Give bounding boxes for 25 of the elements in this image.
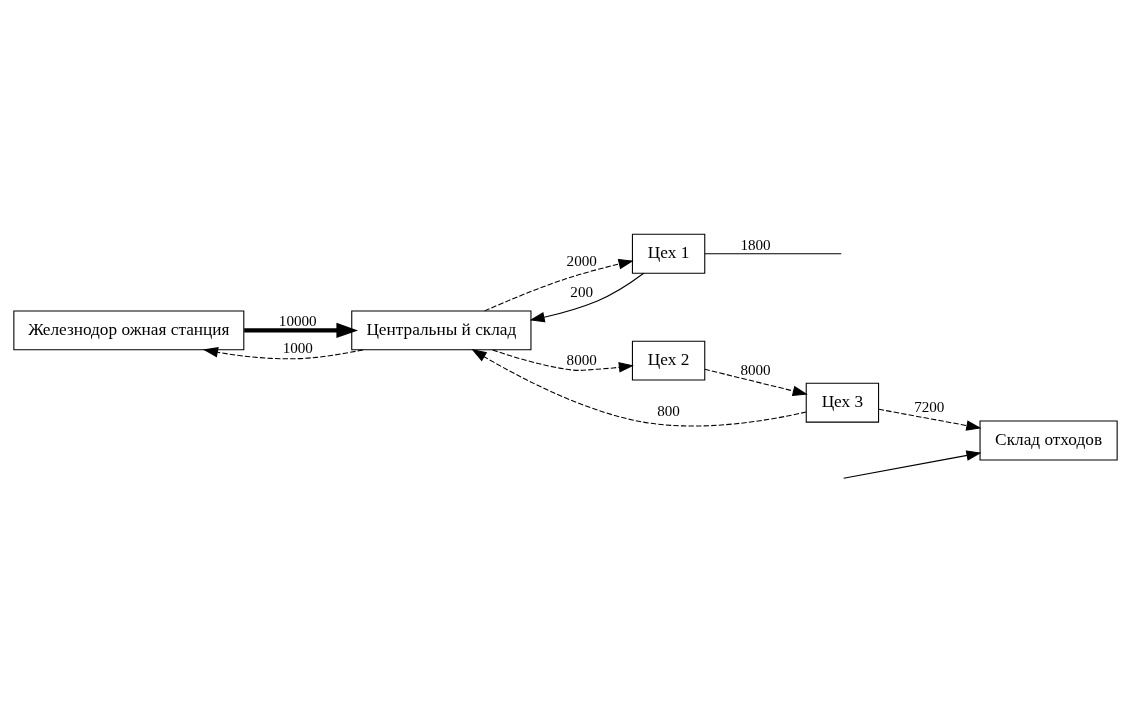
arrow <box>843 450 982 479</box>
edge-label: 1800 <box>740 236 771 253</box>
edge-label: 1000 <box>282 340 313 357</box>
arrow <box>471 349 807 427</box>
arrow <box>244 322 359 338</box>
arrow <box>529 272 645 323</box>
arrow <box>202 347 364 360</box>
node-box: Склад отходов <box>979 420 1118 461</box>
arrow <box>492 349 634 373</box>
node-box: Цех 1 <box>631 233 706 274</box>
edge-label: 10000 <box>278 313 317 330</box>
node-box: Центральны й склад <box>351 310 532 351</box>
edge-label: 2000 <box>566 252 597 269</box>
edge-label: 200 <box>570 284 594 301</box>
edge-label: 8000 <box>740 361 771 378</box>
node-box: Цех 2 <box>631 340 706 381</box>
arrow <box>878 408 982 431</box>
arrow <box>484 258 634 312</box>
edge-label: 800 <box>657 402 680 419</box>
node-box: Цех 3 <box>805 382 880 423</box>
connector <box>704 253 842 255</box>
node-box: Железнодор ожная станция <box>13 310 245 351</box>
arrow <box>704 368 808 397</box>
edge-label: 7200 <box>914 398 945 415</box>
edge-label: 8000 <box>566 352 597 369</box>
